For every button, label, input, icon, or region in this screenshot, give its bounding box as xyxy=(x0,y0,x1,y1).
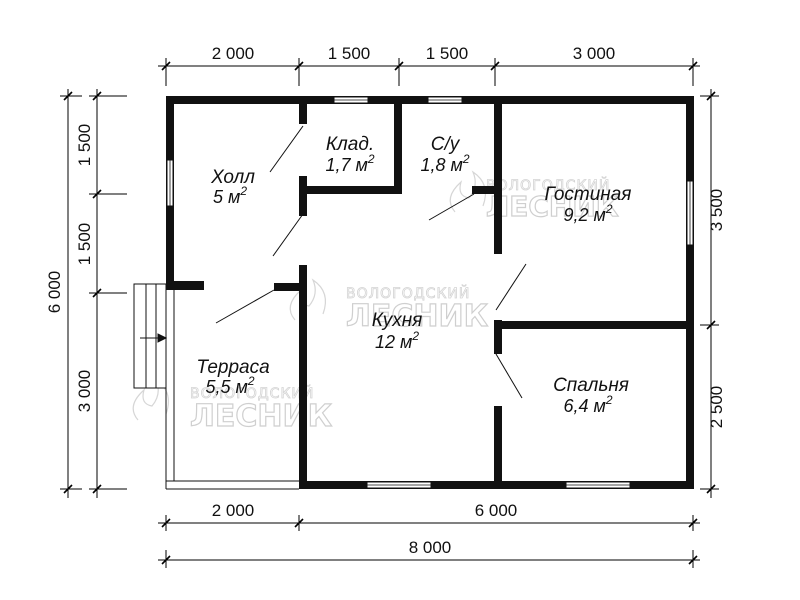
room-name-terrasa: Терраса xyxy=(196,357,269,378)
room-holl: Холл 5 м2 xyxy=(210,167,255,207)
room-gostinaya: Гостиная 9,2 м2 xyxy=(545,184,632,225)
watermark-text-top-3: ВОЛОГОДСКИЙ xyxy=(190,384,314,402)
room-name-gostinaya: Гостиная xyxy=(545,184,632,205)
watermark-text-top-2: ВОЛОГОДСКИЙ xyxy=(346,284,470,302)
watermark-text-bottom-3: ЛЕСНИК xyxy=(190,399,333,434)
room-name-su: С/у xyxy=(431,134,461,155)
dim-top-2: 1 500 xyxy=(328,44,371,63)
room-name-holl: Холл xyxy=(210,167,255,188)
room-name-klad: Клад. xyxy=(326,134,374,155)
dimension-lines xyxy=(60,58,719,568)
steps xyxy=(133,283,168,389)
watermark-logo-1: ВОЛОГОДСКИЙ ЛЕСНИК xyxy=(449,170,619,224)
watermark-logo-3: ВОЛОГОДСКИЙ ЛЕСНИК xyxy=(132,378,333,435)
watermark-group: ВОЛОГОДСКИЙ ЛЕСНИК ВОЛОГОДСКИЙ ЛЕСНИК ВО… xyxy=(132,170,619,435)
dim-bottom-total: 8 000 xyxy=(409,538,452,557)
room-area-terrasa: 5,5 м2 xyxy=(205,374,254,397)
dim-right-2: 2 500 xyxy=(707,386,726,429)
room-name-kuhnya: Кухня xyxy=(372,310,423,331)
dim-bottom-2: 6 000 xyxy=(475,501,518,520)
dim-top-3: 1 500 xyxy=(426,44,469,63)
room-area-spalnya: 6,4 м2 xyxy=(563,393,612,416)
watermark-text-bottom-1: ЛЕСНИК xyxy=(486,190,619,223)
dim-top-4: 3 000 xyxy=(573,44,616,63)
room-area-kuhnya: 12 м2 xyxy=(375,329,419,352)
dim-top-1: 2 000 xyxy=(212,44,255,63)
watermark-text-top-1: ВОЛОГОДСКИЙ xyxy=(486,176,610,194)
room-su: С/у 1,8 м2 xyxy=(420,134,469,175)
room-labels: Холл 5 м2 Клад. 1,7 м2 С/у 1,8 м2 Гостин… xyxy=(196,134,631,416)
room-area-klad: 1,7 м2 xyxy=(325,152,374,175)
dim-left-1: 1 500 xyxy=(75,124,94,167)
room-terrasa: Терраса 5,5 м2 xyxy=(196,357,269,397)
room-area-gostinaya: 9,2 м2 xyxy=(563,202,612,225)
dimension-ticks xyxy=(63,61,716,565)
dim-left-3: 3 000 xyxy=(75,370,94,413)
dim-left-2: 1 500 xyxy=(75,223,94,266)
watermark-text-bottom-2: ЛЕСНИК xyxy=(346,299,489,334)
room-kuhnya: Кухня 12 м2 xyxy=(372,310,423,352)
terrace-outline xyxy=(165,289,299,490)
room-klad: Клад. 1,7 м2 xyxy=(325,134,374,175)
room-area-holl: 5 м2 xyxy=(213,184,247,207)
dim-right-1: 3 500 xyxy=(707,189,726,232)
dim-left-outer: 6 000 xyxy=(45,271,64,314)
watermark-logo-2: ВОЛОГОДСКИЙ ЛЕСНИК xyxy=(289,278,489,335)
room-area-su: 1,8 м2 xyxy=(420,152,469,175)
door-swings xyxy=(215,125,527,399)
room-spalnya: Спальня 6,4 м2 xyxy=(553,375,629,416)
dimension-labels: 2 000 1 500 1 500 3 000 2 000 6 000 8 00… xyxy=(45,44,726,557)
dim-bottom-1: 2 000 xyxy=(212,501,255,520)
room-name-spalnya: Спальня xyxy=(553,375,629,396)
